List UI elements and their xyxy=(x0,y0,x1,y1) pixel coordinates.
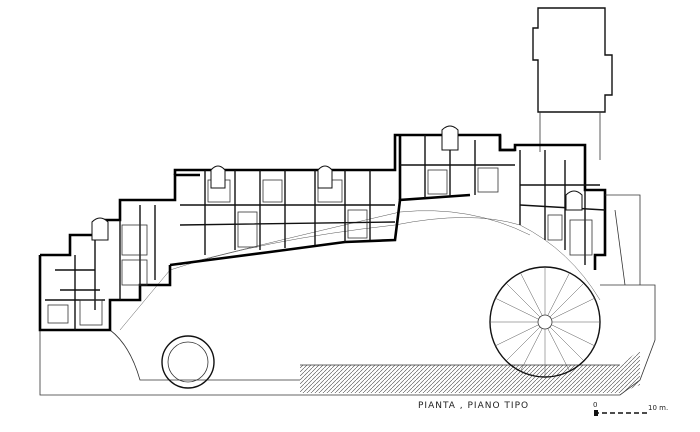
circular-ramp xyxy=(489,266,601,378)
scale-end-label: 10 m. xyxy=(648,404,669,412)
tower-block xyxy=(532,7,613,160)
round-court xyxy=(161,335,215,389)
central-wing xyxy=(169,133,515,267)
right-wing xyxy=(398,125,641,286)
plan-caption: PIANTA , PIANO TIPO xyxy=(418,401,530,411)
scale-start-label: 0 xyxy=(593,401,598,409)
site-outline xyxy=(39,210,656,396)
left-wing xyxy=(38,173,200,332)
scale-bar xyxy=(594,410,648,416)
